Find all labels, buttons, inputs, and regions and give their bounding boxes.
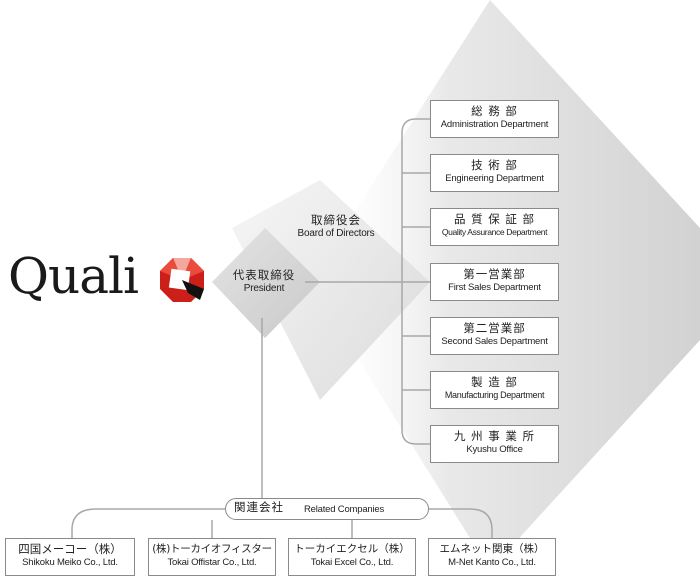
president-en: President <box>243 283 285 294</box>
company-jp: (株)トーカイオフィスター <box>152 543 272 555</box>
dept-first-sales: 第一営業部 First Sales Department <box>430 263 559 301</box>
related-en: Related Companies <box>304 504 385 515</box>
dept-jp: 九 州 事 業 所 <box>453 429 536 443</box>
company-en: Shikoku Meiko Co., Ltd. <box>22 557 118 568</box>
dept-quality-assurance: 品 質 保 証 部 Quality Assurance Department <box>430 208 559 246</box>
dept-jp: 総 務 部 <box>471 104 518 118</box>
president-jp: 代表取締役 <box>232 268 296 282</box>
company-jp: トーカイエクセル（株） <box>294 543 410 555</box>
company-en: Tokai Excel Co., Ltd. <box>310 557 394 568</box>
board-band <box>232 180 430 400</box>
company-jp: エムネット関東（株） <box>439 543 545 555</box>
dept-jp: 品 質 保 証 部 <box>453 212 536 226</box>
dept-jp: 第二営業部 <box>463 321 526 335</box>
board-en: Board of Directors <box>297 228 375 239</box>
dept-en: Manufacturing Department <box>444 390 545 400</box>
company-tokai-excel: トーカイエクセル（株） Tokai Excel Co., Ltd. <box>288 538 416 576</box>
company-shikoku-meiko: 四国メーコー（株） Shikoku Meiko Co., Ltd. <box>5 538 135 576</box>
president-diamond <box>212 228 320 338</box>
dept-en: Engineering Department <box>445 173 544 184</box>
company-logo-text: Quali <box>8 247 139 305</box>
dept-en: Kyushu Office <box>466 444 523 455</box>
board-label: 取締役会 Board of Directors <box>280 213 392 240</box>
dept-jp: 第一営業部 <box>463 267 526 281</box>
dept-jp: 製 造 部 <box>471 375 518 389</box>
dept-administration: 総 務 部 Administration Department <box>430 100 559 138</box>
dept-en: Administration Department <box>440 119 549 130</box>
company-m-net-kanto: エムネット関東（株） M-Net Kanto Co., Ltd. <box>428 538 556 576</box>
company-en: Tokai Offistar Co., Ltd. <box>167 557 257 568</box>
dept-second-sales: 第二営業部 Second Sales Department <box>430 317 559 355</box>
president-label: 代表取締役 President <box>214 268 314 295</box>
company-jp: 四国メーコー（株） <box>18 542 122 556</box>
dept-kyushu-office: 九 州 事 業 所 Kyushu Office <box>430 425 559 463</box>
board-jp: 取締役会 <box>311 213 361 227</box>
logo-mark-icon <box>160 258 204 302</box>
company-en: M-Net Kanto Co., Ltd. <box>448 557 536 568</box>
company-tokai-offistar: (株)トーカイオフィスター Tokai Offistar Co., Ltd. <box>148 538 276 576</box>
dept-jp: 技 術 部 <box>471 158 518 172</box>
dept-en: Second Sales Department <box>441 336 548 347</box>
dept-manufacturing: 製 造 部 Manufacturing Department <box>430 371 559 409</box>
dept-engineering: 技 術 部 Engineering Department <box>430 154 559 192</box>
related-companies-header: 関連会社 Related Companies <box>225 498 429 520</box>
dept-en: Quality Assurance Department <box>441 227 548 237</box>
connector-lines <box>71 118 493 538</box>
related-jp: 関連会社 <box>234 500 284 514</box>
dept-en: First Sales Department <box>448 282 541 293</box>
